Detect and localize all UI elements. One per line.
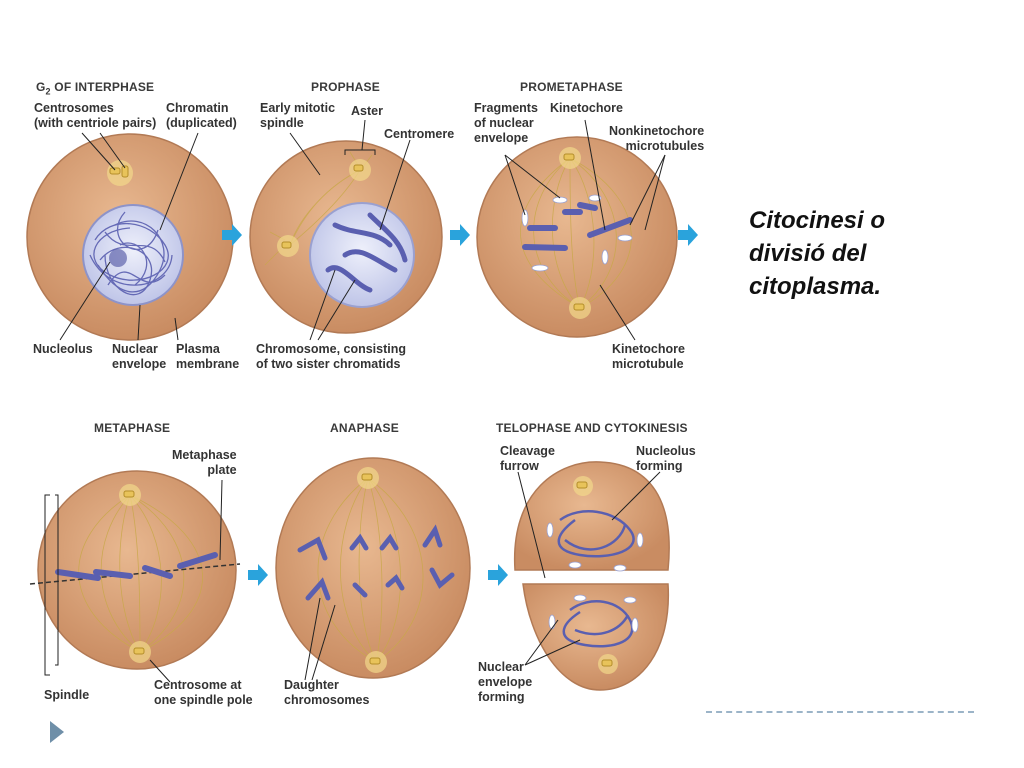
phase-title-telophase: TELOPHASE AND CYTOKINESIS	[496, 421, 688, 435]
arrow-icons	[222, 224, 698, 586]
right-arrow-icon	[222, 224, 242, 246]
label-chromatin: Chromatin(duplicated)	[166, 101, 237, 130]
label-centromere: Centromere	[384, 127, 455, 141]
phase-title-anaphase: ANAPHASE	[330, 421, 399, 435]
centrosome-icon	[559, 147, 591, 319]
centrosome-icon	[277, 159, 371, 257]
metaphase-cell	[29, 470, 241, 670]
right-arrow-icon	[488, 564, 508, 586]
phase-title-prometaphase: PROMETAPHASE	[520, 80, 623, 94]
prophase-cell	[249, 140, 443, 334]
prometaphase-cell	[476, 136, 678, 338]
label-spindle: Spindle	[44, 688, 90, 702]
play-icon[interactable]	[50, 721, 64, 743]
cytokinesis-caption: Citocinesi o divisió del citoplasma.	[749, 207, 886, 300]
anaphase-cell	[275, 457, 471, 679]
g2-cell	[26, 133, 234, 341]
right-arrow-icon	[678, 224, 698, 246]
phase-title-g2: G2 OF INTERPHASE	[36, 80, 155, 97]
phase-title-prophase: PROPHASE	[311, 80, 380, 94]
centrosome-icon	[107, 160, 133, 186]
right-arrow-icon	[450, 224, 470, 246]
centrosome-icon	[357, 467, 387, 673]
label-aster: Aster	[351, 104, 383, 118]
label-kinetochore: Kinetochore	[550, 101, 623, 115]
telophase-cell	[513, 461, 670, 691]
label-nucleolus: Nucleolus	[33, 342, 93, 356]
footer-divider	[706, 711, 974, 713]
label-centrosomes: Centrosomes(with centriole pairs)	[34, 101, 157, 130]
centrosome-icon	[119, 484, 151, 663]
right-arrow-icon	[248, 564, 268, 586]
phase-title-metaphase: METAPHASE	[94, 421, 171, 435]
centrosome-icon	[573, 476, 618, 674]
